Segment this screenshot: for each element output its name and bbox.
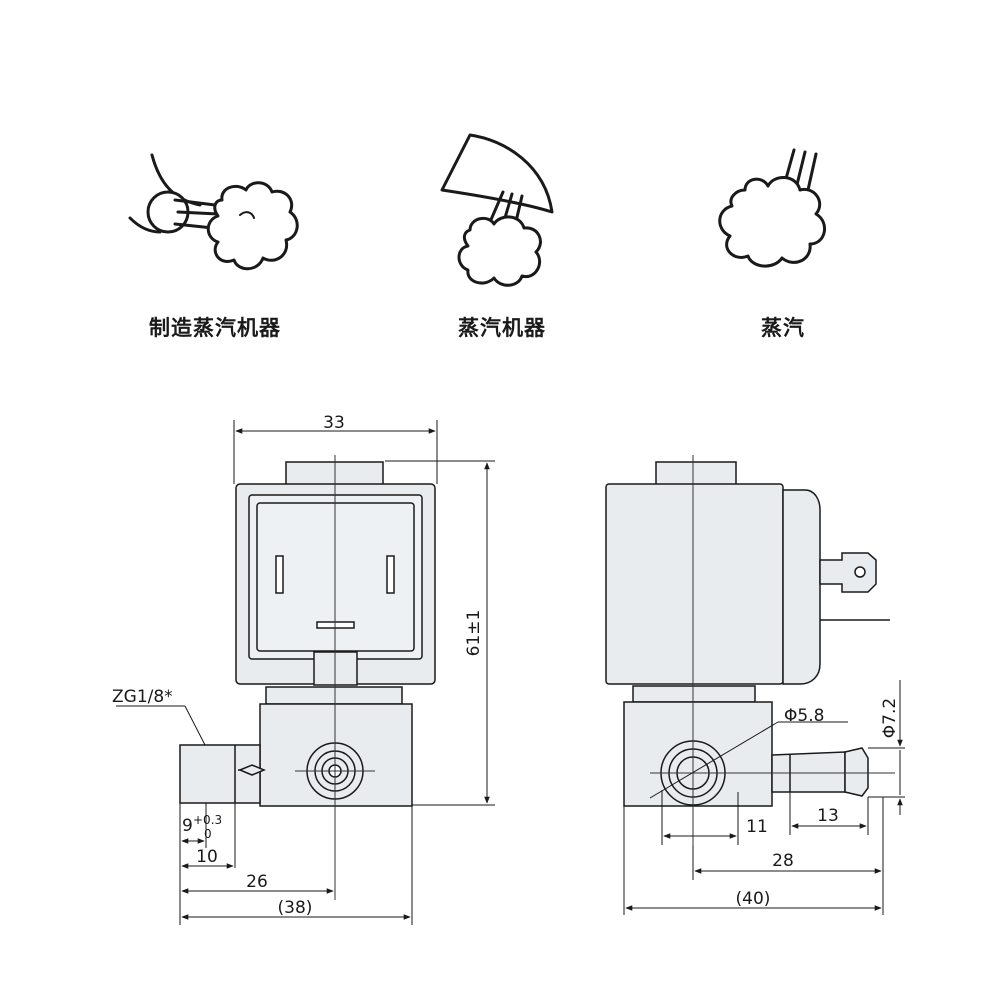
side-view: [605, 461, 890, 807]
dim-9-lower-tolerance: 0: [204, 827, 212, 841]
dim-61: 61±1: [464, 610, 484, 657]
dim-11: 11: [746, 817, 768, 837]
make-steam-machine-icon: [128, 153, 299, 271]
front-centerline: [295, 455, 375, 900]
icon-label-steam-machine: 蒸汽机器: [458, 316, 546, 340]
dim-38: (38): [278, 898, 313, 918]
side-centerline: [650, 455, 895, 880]
front-view: [179, 461, 436, 807]
side-dimensions: [623, 680, 905, 915]
dim-9-upper-tolerance: +0.3: [193, 813, 222, 827]
thread-label: ZG1/8*: [112, 687, 173, 707]
front-dimensions: [116, 420, 495, 925]
steam-machine-icon: [440, 133, 554, 287]
dim-phi-5-8: Φ5.8: [784, 706, 824, 726]
dim-33: 33: [323, 413, 345, 433]
dim-28: 28: [772, 851, 794, 871]
dim-10: 10: [196, 847, 218, 867]
dim-9: 9: [182, 816, 193, 836]
icon-label-make-steam-machine: 制造蒸汽机器: [149, 316, 281, 340]
dim-phi-7-2: Φ7.2: [880, 698, 900, 738]
dim-40: (40): [736, 889, 771, 909]
dim-26: 26: [246, 872, 268, 892]
dim-13: 13: [817, 806, 839, 826]
icon-label-steam: 蒸汽: [761, 316, 805, 340]
steam-cloud-icon: [718, 148, 826, 268]
